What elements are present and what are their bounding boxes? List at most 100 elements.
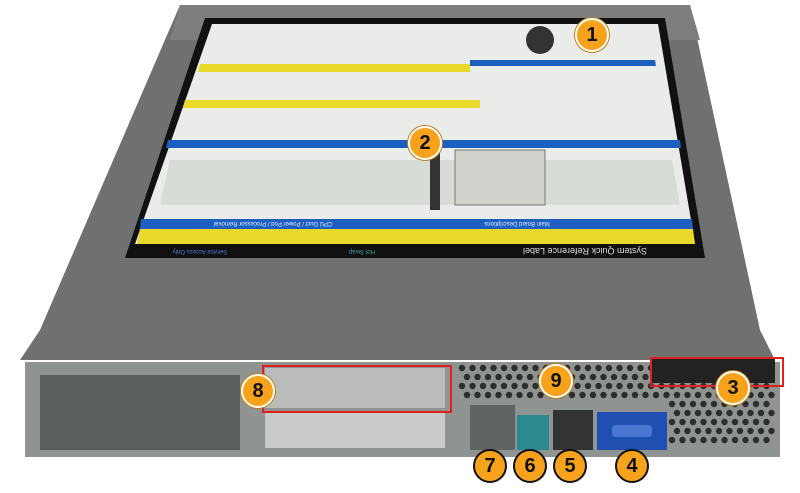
vent-hole — [463, 373, 471, 381]
vent-hole — [626, 382, 634, 390]
vent-hole — [537, 391, 544, 399]
vent-hole — [584, 382, 592, 390]
vent-hole — [652, 391, 660, 399]
vent-hole — [484, 391, 492, 399]
vent-hole — [679, 418, 686, 426]
label-section-service-access: Service Access Only — [173, 248, 228, 254]
vent-hole — [469, 364, 476, 372]
vent-hole — [600, 391, 607, 399]
vent-hole — [736, 409, 744, 417]
power-supply-slot — [650, 358, 775, 383]
vent-hole — [752, 418, 760, 426]
vent-hole — [705, 409, 712, 417]
vent-hole — [500, 364, 508, 372]
vent-hole — [684, 391, 691, 399]
vent-hole — [642, 391, 649, 399]
vent-hole — [689, 400, 697, 408]
callout-8: 8 — [241, 374, 275, 408]
vent-hole — [532, 364, 539, 372]
vent-hole — [469, 382, 476, 390]
vent-hole — [605, 364, 613, 372]
vent-hole — [763, 418, 770, 426]
vent-hole — [679, 400, 686, 408]
vent-hole — [490, 364, 497, 372]
vent-hole — [600, 373, 607, 381]
callout-1: 1 — [575, 18, 609, 52]
vent-hole — [715, 427, 723, 435]
vent-hole — [458, 382, 466, 390]
vent-hole — [715, 409, 723, 417]
vent-hole — [700, 400, 707, 408]
vent-hole — [721, 436, 728, 444]
vent-hole — [731, 436, 739, 444]
vent-hole — [742, 418, 749, 426]
vent-hole — [726, 427, 733, 435]
vent-hole — [574, 382, 581, 390]
vent-hole — [621, 373, 628, 381]
vent-hole — [673, 409, 681, 417]
vent-hole — [700, 418, 707, 426]
vent-hole — [768, 427, 775, 435]
vent-hole — [752, 436, 760, 444]
vent-hole — [637, 382, 644, 390]
vent-hole — [579, 391, 586, 399]
vent-hole — [595, 364, 602, 372]
vent-hole — [710, 436, 718, 444]
label-section-hot-swap: Hot Swap — [348, 248, 375, 254]
vent-hole — [668, 436, 676, 444]
vent-hole — [684, 409, 691, 417]
vent-hole — [605, 382, 613, 390]
callout-4: 4 — [615, 449, 649, 483]
vent-hole — [568, 391, 576, 399]
vent-hole — [532, 382, 539, 390]
vent-hole — [747, 427, 754, 435]
vent-hole — [490, 382, 497, 390]
vent-hole — [574, 364, 581, 372]
callout-5: 5 — [553, 449, 587, 483]
vent-hole — [731, 418, 739, 426]
vent-hole — [668, 400, 676, 408]
vent-hole — [700, 436, 707, 444]
callout-2: 2 — [408, 126, 442, 160]
usb-ports — [553, 410, 593, 450]
vent-hole — [637, 364, 644, 372]
vent-hole — [694, 391, 702, 399]
vent-hole — [584, 364, 592, 372]
vent-hole — [500, 382, 508, 390]
vent-hole — [631, 373, 639, 381]
vent-hole — [479, 382, 487, 390]
vent-hole — [673, 391, 681, 399]
vent-hole — [736, 427, 744, 435]
vent-hole — [595, 382, 602, 390]
vent-hole — [516, 373, 523, 381]
vent-hole — [663, 391, 670, 399]
vent-hole — [526, 373, 534, 381]
vent-hole — [747, 409, 754, 417]
label-section-main-board: Main Board Descriptions — [484, 220, 549, 226]
vent-hole — [705, 391, 712, 399]
vent-hole — [610, 391, 618, 399]
callout-6: 6 — [513, 449, 547, 483]
management-port — [517, 415, 549, 450]
vent-hole — [631, 391, 639, 399]
vent-hole — [705, 427, 712, 435]
vent-hole — [768, 391, 775, 399]
vent-hole — [763, 400, 770, 408]
vent-hole — [757, 427, 765, 435]
vent-hole — [474, 373, 481, 381]
vent-hole — [505, 391, 513, 399]
vent-hole — [589, 391, 597, 399]
vent-hole — [526, 391, 534, 399]
vent-hole — [521, 364, 529, 372]
vent-hole — [742, 436, 749, 444]
vent-hole — [694, 409, 702, 417]
vent-hole — [610, 373, 618, 381]
vent-hole — [763, 436, 770, 444]
vent-hole — [684, 427, 691, 435]
vent-hole — [752, 400, 760, 408]
vent-hole — [616, 382, 623, 390]
label-section-cpu-duct: CPU Duct / Power Pod / Processor Removal — [214, 220, 332, 226]
vent-hole — [721, 418, 728, 426]
vent-hole — [495, 373, 502, 381]
vent-hole — [505, 373, 513, 381]
